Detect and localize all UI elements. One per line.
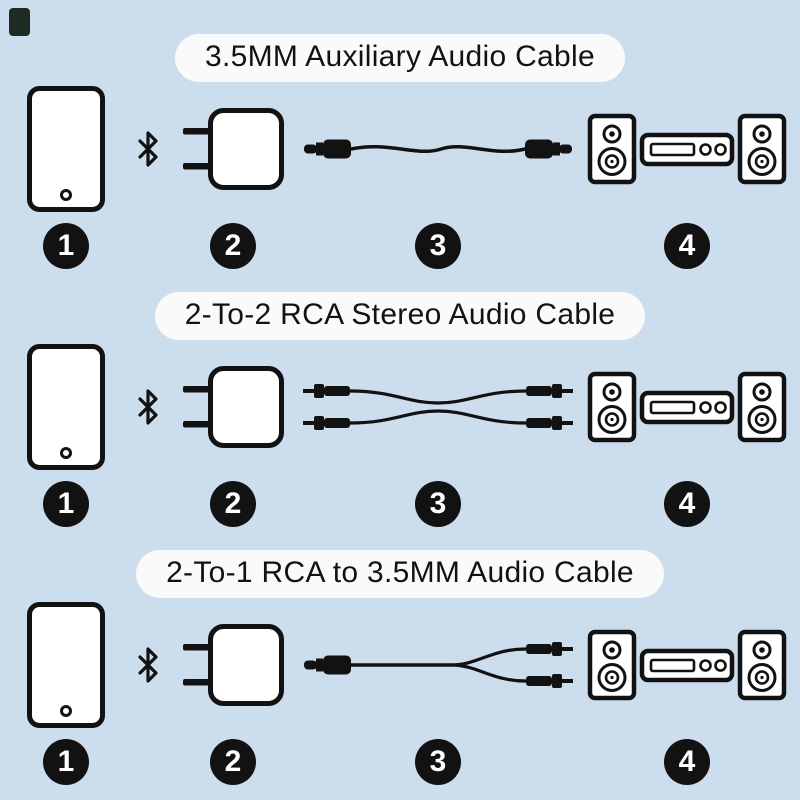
bluetooth-cell: [122, 647, 174, 683]
phone-cell: [10, 85, 122, 213]
charger-cell: [174, 107, 292, 191]
bluetooth-icon: [135, 647, 161, 683]
stereo-cell: [584, 113, 790, 185]
stereo-system-icon: [587, 113, 787, 185]
stereo-system-icon: [587, 629, 787, 701]
charger-cell: [174, 365, 292, 449]
step-numbers-row: 1 2 3 4: [0, 216, 800, 276]
section-title-wrap: 2-To-1 RCA to 3.5MM Audio Cable: [0, 550, 800, 598]
wall-charger-icon: [181, 107, 285, 191]
diagram-section-aux: 3.5MM Auxiliary Audio Cable: [0, 26, 800, 284]
section-title-wrap: 3.5MM Auxiliary Audio Cable: [0, 34, 800, 82]
section-title: 2-To-1 RCA to 3.5MM Audio Cable: [136, 550, 664, 598]
wall-charger-icon: [181, 623, 285, 707]
connection-guide: 3.5MM Auxiliary Audio Cable: [0, 26, 800, 800]
smartphone-icon: [26, 601, 106, 729]
step-badge: 3: [415, 223, 461, 269]
smartphone-icon: [26, 85, 106, 213]
diagram-section-rca-2to2: 2-To-2 RCA Stereo Audio Cable: [0, 284, 800, 542]
step-badge: 3: [415, 481, 461, 527]
cable-cell: [292, 634, 584, 696]
step-numbers-row: 1 2 3 4: [0, 474, 800, 534]
step-badge: 2: [210, 739, 256, 785]
rca-2to1-cable-icon: [303, 634, 573, 696]
device-chain-row: [0, 598, 800, 732]
step-numbers-row: 1 2 3 4: [0, 732, 800, 792]
step-badge: 4: [664, 481, 710, 527]
phone-cell: [10, 601, 122, 729]
rca-2to2-cable-icon: [303, 376, 573, 438]
step-badge: 1: [43, 223, 89, 269]
device-chain-row: [0, 340, 800, 474]
device-chain-row: [0, 82, 800, 216]
stereo-cell: [584, 371, 790, 443]
wall-charger-icon: [181, 365, 285, 449]
corner-logo: [9, 8, 30, 36]
section-title: 3.5MM Auxiliary Audio Cable: [175, 34, 625, 82]
cable-cell: [292, 127, 584, 171]
step-badge: 1: [43, 739, 89, 785]
step-badge: 2: [210, 481, 256, 527]
bluetooth-icon: [135, 131, 161, 167]
step-badge: 4: [664, 223, 710, 269]
aux-cable-icon: [303, 127, 573, 171]
diagram-section-rca-2to1: 2-To-1 RCA to 3.5MM Audio Cable: [0, 542, 800, 800]
stereo-system-icon: [587, 371, 787, 443]
phone-cell: [10, 343, 122, 471]
section-title: 2-To-2 RCA Stereo Audio Cable: [154, 292, 646, 340]
step-badge: 4: [664, 739, 710, 785]
cable-cell: [292, 376, 584, 438]
charger-cell: [174, 623, 292, 707]
bluetooth-icon: [135, 389, 161, 425]
smartphone-icon: [26, 343, 106, 471]
step-badge: 3: [415, 739, 461, 785]
stereo-cell: [584, 629, 790, 701]
step-badge: 2: [210, 223, 256, 269]
bluetooth-cell: [122, 131, 174, 167]
section-title-wrap: 2-To-2 RCA Stereo Audio Cable: [0, 292, 800, 340]
bluetooth-cell: [122, 389, 174, 425]
step-badge: 1: [43, 481, 89, 527]
